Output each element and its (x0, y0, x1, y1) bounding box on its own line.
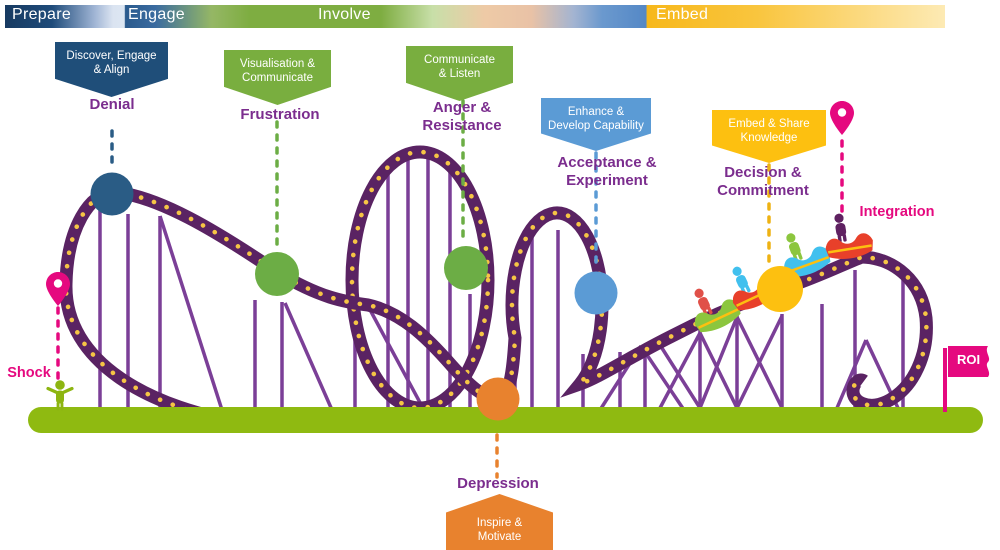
phase-engage: Engage (128, 6, 185, 23)
station-circle-decision (757, 266, 803, 312)
car-red-2 (825, 213, 873, 259)
phase-embed: Embed (656, 6, 709, 23)
station-circle-anger (444, 246, 488, 290)
shock-label: Shock (7, 365, 51, 381)
stage-label-frustration: Frustration (240, 106, 320, 123)
roi-flag-label: ROI (956, 352, 981, 367)
phase-involve: Involve (318, 6, 371, 23)
stage-label-anger: Anger & Resistance (422, 99, 502, 134)
station-circle-frustration (255, 252, 299, 296)
phase-prepare: Prepare (12, 6, 72, 23)
track-main (59, 185, 933, 431)
stage-label-depression: Depression (457, 475, 539, 492)
phase-bar: Prepare Engage Involve Embed (5, 5, 945, 28)
stage-drop-lines (56, 99, 844, 479)
car-cyan (784, 233, 831, 277)
station-circles (90, 172, 803, 421)
stage-label-decision: Decision & Commitment (717, 164, 809, 199)
integration-pin-icon (830, 101, 854, 135)
ground (28, 407, 983, 433)
station-circle-acceptance (574, 271, 618, 315)
roi-flag (943, 346, 990, 412)
person-icon (46, 380, 74, 411)
shock-pin-icon (46, 272, 70, 306)
integration-label: Integration (859, 204, 935, 220)
station-circle-depression (476, 377, 520, 421)
car-green (694, 288, 741, 333)
station-circle-denial (90, 172, 134, 216)
stage-label-denial: Denial (89, 96, 135, 113)
stage-label-acceptance: Acceptance & Experiment (557, 154, 657, 189)
